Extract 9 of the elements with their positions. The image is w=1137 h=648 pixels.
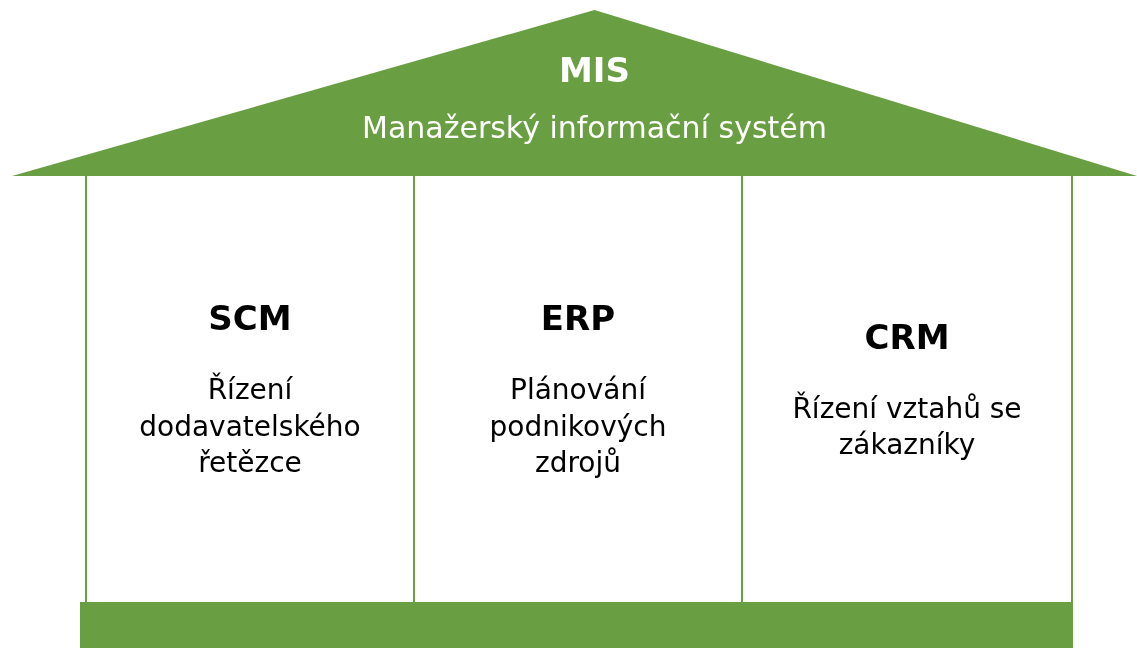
- pillar-heading: CRM: [864, 316, 950, 357]
- pillar-description: Řízení dodavatelského řetězce: [138, 372, 362, 482]
- pillar-description: Řízení vztahů se zákazníky: [792, 390, 1022, 463]
- pillar-heading: SCM: [208, 298, 292, 339]
- pillar-heading: ERP: [540, 298, 616, 339]
- pillar-description: Plánování podnikových zdrojů: [488, 372, 668, 482]
- roof-subtitle: Manažerský informační systém: [362, 110, 827, 145]
- roof-title: MIS: [559, 50, 630, 90]
- base-bar: [80, 602, 1073, 648]
